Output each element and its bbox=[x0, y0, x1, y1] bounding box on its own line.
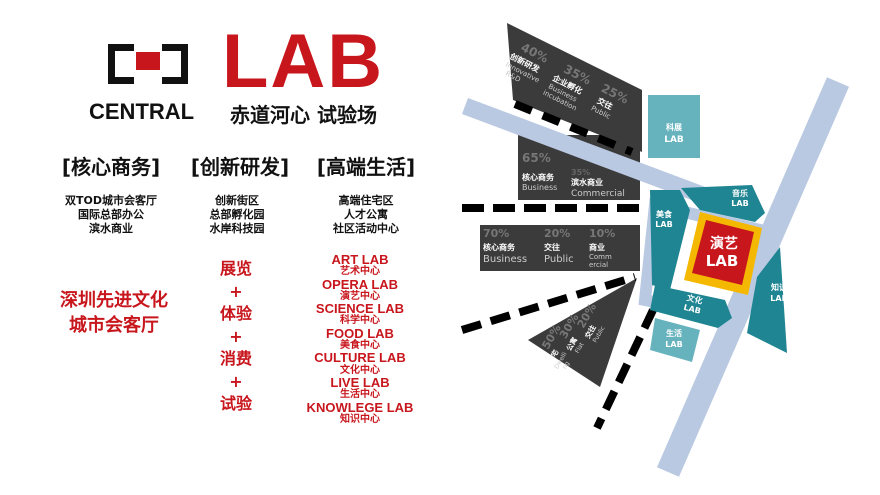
culture-lab-label: LAB bbox=[683, 303, 702, 316]
opera-lab-label: LAB bbox=[706, 252, 739, 270]
business-features: 双TOD城市会客厅 国际总部办公 滨水商业 bbox=[65, 194, 157, 236]
function-label-cn: 核心商务 bbox=[483, 242, 516, 252]
lab-name-en: SCIENCE LAB bbox=[315, 301, 405, 317]
header-business: [核心商务] bbox=[61, 155, 161, 179]
formula-plus: + bbox=[229, 281, 243, 301]
lab-name-cn: 生活中心 bbox=[339, 389, 380, 401]
percent-label: 20% bbox=[544, 227, 570, 240]
live-lab-block bbox=[650, 318, 700, 362]
function-label-cn: 核心商务 bbox=[522, 172, 555, 182]
lab-name-cn: 美食中心 bbox=[339, 340, 380, 352]
lab-name-cn: 艺术中心 bbox=[339, 266, 380, 278]
food-lab-label: 美食 bbox=[656, 209, 673, 219]
living-panel-text: 50% 住宅 Dwelli ng 30% 公寓 Flat 20% 交往 Publ… bbox=[539, 301, 606, 370]
lab-name-en: FOOD LAB bbox=[326, 325, 394, 341]
lab-name-en: CULTURE LAB bbox=[314, 350, 406, 366]
feature-line: 总部孵化园 bbox=[209, 208, 265, 221]
formula-item: 试验 bbox=[219, 394, 253, 413]
vision-line: 深圳先进文化 bbox=[60, 290, 168, 311]
food-lab-label: LAB bbox=[655, 220, 672, 229]
lab-name-cn: 科学中心 bbox=[339, 315, 380, 327]
header-living: [高端生活] bbox=[316, 155, 416, 179]
live-lab-label: 生活 bbox=[666, 328, 682, 338]
formula-item: 展览 bbox=[219, 259, 253, 278]
live-lab-label: LAB bbox=[665, 340, 682, 349]
function-label-en: ercial bbox=[589, 261, 608, 269]
music-lab-label: LAB bbox=[731, 199, 748, 208]
lab-list: ART LAB 艺术中心 OPERA LAB 演艺中心 SCIENCE LAB … bbox=[306, 252, 414, 426]
science-lab-label: 科展 bbox=[666, 122, 682, 132]
function-label-en: Commercial bbox=[571, 189, 625, 199]
percent-label: 10% bbox=[589, 227, 615, 240]
formula-plus: + bbox=[229, 371, 243, 391]
rd-panel bbox=[507, 23, 642, 152]
business-panel bbox=[480, 225, 640, 271]
lab-name-en: ART LAB bbox=[331, 252, 389, 267]
knowledge-lab-label: 知识 bbox=[771, 282, 787, 292]
formula-plus: + bbox=[229, 326, 243, 346]
boundary-dash bbox=[513, 100, 634, 156]
lab-name-en: OPERA LAB bbox=[321, 276, 399, 292]
function-label-en: ng bbox=[561, 360, 571, 370]
science-lab-label: LAB bbox=[664, 135, 684, 145]
knowledge-lab-block bbox=[747, 247, 787, 353]
boundary-dash bbox=[593, 308, 657, 430]
function-label-en: Flat bbox=[574, 341, 586, 355]
logo-central-text: CENTRAL bbox=[89, 99, 195, 124]
header-innovation: [创新研发] bbox=[190, 155, 290, 179]
function-label-en: Business bbox=[483, 254, 527, 265]
vision-text: 深圳先进文化 城市会客厅 bbox=[60, 288, 168, 338]
feature-line: 人才公寓 bbox=[344, 208, 388, 221]
feature-line: 创新街区 bbox=[215, 194, 259, 207]
feature-line: 水岸科技园 bbox=[209, 222, 265, 235]
science-lab-block bbox=[648, 95, 700, 158]
percent-label: 70% bbox=[483, 227, 509, 240]
living-features: 高端住宅区 人才公寓 社区活动中心 bbox=[333, 194, 399, 236]
formula: 展览 + 体验 + 消费 + 试验 bbox=[220, 258, 252, 416]
lab-name-en: KNOWLEGE LAB bbox=[306, 399, 414, 415]
central-lab-logo-icon bbox=[108, 44, 188, 84]
formula-item: 消费 bbox=[219, 349, 253, 368]
logo-slogan: 赤道河心 试验场 bbox=[230, 103, 377, 127]
lab-name-cn: 知识中心 bbox=[339, 413, 380, 425]
percent-label: 65% bbox=[522, 151, 551, 165]
logo-lab-text: LAB bbox=[222, 19, 385, 104]
music-lab-block bbox=[681, 185, 765, 222]
function-label-en: Public bbox=[544, 254, 574, 265]
innovation-features: 创新街区 总部孵化园 水岸科技园 bbox=[210, 194, 265, 236]
culture-lab-label: 文化 bbox=[686, 292, 704, 306]
feature-line: 社区活动中心 bbox=[333, 222, 399, 235]
food-lab-block bbox=[650, 190, 690, 290]
culture-lab-block bbox=[650, 285, 732, 328]
opera-lab-block bbox=[692, 220, 754, 285]
boundary-dash bbox=[460, 273, 637, 334]
living-panel bbox=[528, 278, 637, 387]
function-label-cn: 交往 bbox=[544, 242, 560, 252]
function-label-en: Comm bbox=[589, 253, 612, 261]
lab-name-cn: 文化中心 bbox=[339, 364, 380, 376]
knowledge-lab-label: LAB bbox=[770, 294, 787, 303]
lab-name-en: LIVE LAB bbox=[330, 374, 390, 390]
lab-name-cn: 演艺中心 bbox=[339, 290, 380, 302]
feature-line: 滨水商业 bbox=[89, 222, 133, 235]
feature-line: 国际总部办公 bbox=[78, 208, 144, 221]
opera-lab-label: 演艺 bbox=[710, 235, 738, 252]
function-label-cn: 滨水商业 bbox=[571, 177, 603, 187]
feature-line: 高端住宅区 bbox=[338, 194, 394, 207]
function-label-en: Business bbox=[522, 183, 557, 192]
vision-line: 城市会客厅 bbox=[69, 315, 159, 336]
formula-item: 体验 bbox=[219, 304, 253, 323]
music-lab-label: 音乐 bbox=[732, 188, 748, 198]
diagonal-road bbox=[462, 98, 708, 204]
feature-line: 双TOD城市会客厅 bbox=[65, 194, 157, 207]
function-label-cn: 商业 bbox=[589, 242, 605, 252]
percent-label: 35% bbox=[571, 168, 590, 177]
